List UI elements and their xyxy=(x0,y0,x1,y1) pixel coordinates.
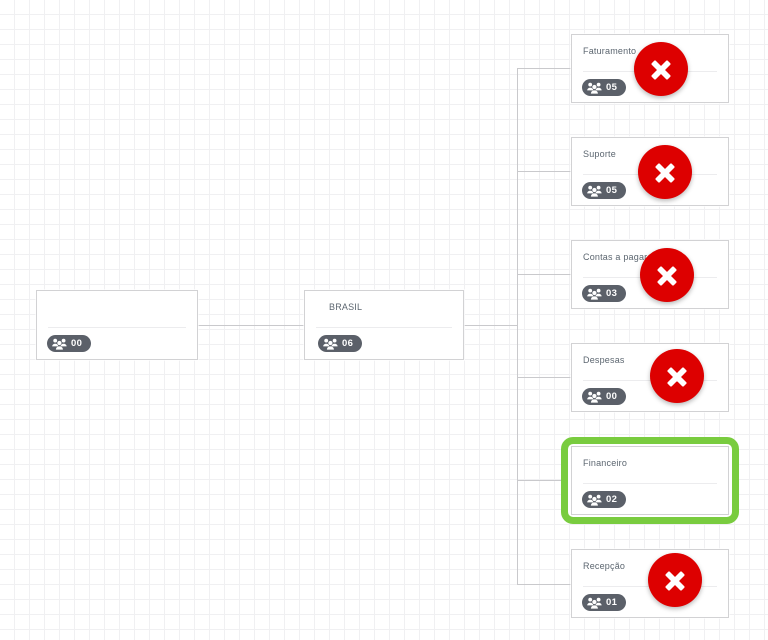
root-node-member-count: 00 xyxy=(71,337,83,349)
faturamento-node-member-count: 05 xyxy=(606,81,618,93)
root-node-member-badge[interactable]: 00 xyxy=(47,335,92,352)
despesas-node-member-badge[interactable]: 00 xyxy=(582,388,627,405)
brasil-node-member-badge[interactable]: 06 xyxy=(318,335,363,352)
group-people-icon xyxy=(587,185,602,197)
despesas-delete-button[interactable] xyxy=(650,349,704,403)
brasil-node-title: BRASIL xyxy=(329,302,363,312)
suporte-node-member-badge[interactable]: 05 xyxy=(582,182,627,199)
brasil-node-member-count: 06 xyxy=(342,337,354,349)
connector-trunk-to-financeiro xyxy=(517,480,561,481)
contas-a-pagar-node-member-badge[interactable]: 03 xyxy=(582,285,627,302)
group-people-icon xyxy=(587,494,602,506)
group-people-icon xyxy=(587,82,602,94)
group-people-icon xyxy=(323,338,338,350)
financeiro-node-divider xyxy=(583,483,717,484)
faturamento-node-title: Faturamento xyxy=(583,46,637,56)
recepcao-node-title: Recepção xyxy=(583,561,626,571)
connector-trunk-to-suporte xyxy=(517,171,571,172)
faturamento-delete-button[interactable] xyxy=(634,42,688,96)
faturamento-node-member-badge[interactable]: 05 xyxy=(582,79,627,96)
connector-brasil-to-trunk xyxy=(464,325,517,326)
recepcao-node-member-badge[interactable]: 01 xyxy=(582,594,627,611)
x-close-icon xyxy=(650,157,680,187)
financeiro-node[interactable]: Financeiro 02 xyxy=(571,446,729,515)
x-close-icon xyxy=(660,565,690,595)
x-close-icon xyxy=(652,260,682,290)
x-close-icon xyxy=(646,54,676,84)
financeiro-node-title: Financeiro xyxy=(583,458,628,468)
root-node[interactable]: 00 xyxy=(36,290,198,360)
recepcao-node-member-count: 01 xyxy=(606,596,618,608)
connector-trunk-to-recepcao xyxy=(517,584,571,585)
brasil-node-divider xyxy=(316,327,452,328)
despesas-node-title: Despesas xyxy=(583,355,625,365)
connector-trunk-to-contas-a-pagar xyxy=(517,274,571,275)
root-node-divider xyxy=(48,327,186,328)
recepcao-delete-button[interactable] xyxy=(648,553,702,607)
despesas-node-member-count: 00 xyxy=(606,390,618,402)
group-people-icon xyxy=(587,288,602,300)
financeiro-node-member-badge[interactable]: 02 xyxy=(582,491,627,508)
suporte-node-member-count: 05 xyxy=(606,184,618,196)
connector-vertical-trunk xyxy=(517,68,518,584)
connector-root-to-brasil xyxy=(198,325,304,326)
contas-a-pagar-node-title: Contas a pagar xyxy=(583,252,648,262)
connector-trunk-to-despesas xyxy=(517,377,571,378)
suporte-delete-button[interactable] xyxy=(638,145,692,199)
connector-trunk-to-faturamento xyxy=(517,68,571,69)
brasil-node[interactable]: BRASIL 06 xyxy=(304,290,464,360)
group-people-icon xyxy=(52,338,67,350)
suporte-node-title: Suporte xyxy=(583,149,616,159)
contas-a-pagar-delete-button[interactable] xyxy=(640,248,694,302)
group-people-icon xyxy=(587,391,602,403)
x-close-icon xyxy=(662,361,692,391)
financeiro-node-member-count: 02 xyxy=(606,493,618,505)
contas-a-pagar-node-member-count: 03 xyxy=(606,287,618,299)
contas-a-pagar-node[interactable]: Contas a pagar 03 xyxy=(571,240,729,309)
group-people-icon xyxy=(587,597,602,609)
